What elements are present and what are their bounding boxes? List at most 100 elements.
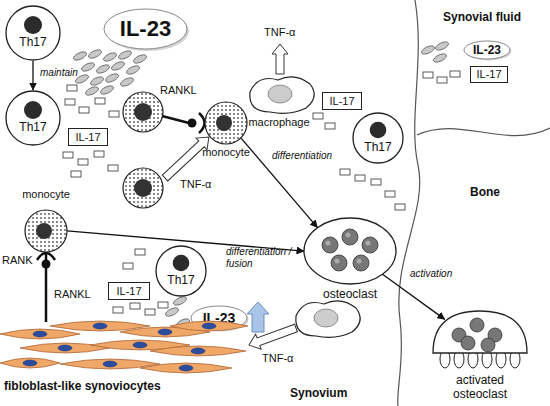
- osteoclast-cell: osteoclast: [300, 215, 400, 310]
- use-shape: [108, 165, 118, 171]
- ellipse-shape: [179, 365, 193, 371]
- use-shape: [123, 263, 133, 269]
- use-shape: [450, 71, 460, 77]
- molecule-label: TNF-α: [180, 178, 211, 191]
- path-shape: [37, 253, 55, 260]
- use-shape: [109, 111, 119, 117]
- path-shape: [150, 346, 246, 356]
- process-arrow: [383, 274, 445, 319]
- path-shape: [272, 44, 288, 74]
- circle-shape: [335, 259, 340, 264]
- circle-shape: [6, 91, 60, 145]
- circle-shape: [461, 336, 475, 350]
- circle-shape: [342, 229, 358, 245]
- th17-cell: Th17: [155, 245, 207, 297]
- molecule-label: RANKL: [54, 288, 91, 301]
- node-text: IL-17: [323, 93, 361, 109]
- cytokine-box: IL-17: [322, 92, 362, 110]
- th17-cell: Th17: [5, 5, 61, 61]
- node-text: activated osteoclast: [425, 373, 535, 401]
- circle-shape: [123, 92, 163, 132]
- use-shape: [385, 191, 395, 197]
- circle-shape: [322, 237, 338, 253]
- circle-shape: [366, 241, 371, 246]
- node-text: Th17: [5, 35, 61, 49]
- ellipse-shape: [464, 41, 510, 59]
- node-text: IL-17: [69, 129, 107, 145]
- svg-shape: [352, 112, 404, 164]
- use-shape: [432, 52, 447, 64]
- th17-cell: Th17: [352, 112, 404, 164]
- use-shape: [135, 249, 145, 255]
- circle-shape: [25, 210, 67, 252]
- ellipse-shape: [304, 218, 396, 284]
- use-shape: [87, 48, 102, 60]
- rankl-expressing-cell: [123, 92, 163, 208]
- il23-molecules: [72, 40, 449, 329]
- circle-shape: [370, 122, 387, 139]
- circle-shape: [123, 168, 163, 208]
- ellipse-shape: [191, 348, 205, 354]
- use-shape: [130, 303, 140, 309]
- use-shape: [325, 123, 335, 129]
- use-shape: [434, 40, 449, 52]
- ellipse-shape: [58, 345, 72, 351]
- use-shape: [420, 44, 435, 56]
- il17-molecules: [63, 71, 460, 315]
- ellipse-shape: [268, 85, 292, 103]
- path-shape: [398, 0, 420, 406]
- circle-shape: [357, 259, 362, 264]
- use-shape: [67, 85, 77, 91]
- cytokine-ellipse: IL-23: [463, 40, 511, 60]
- cytokine-box: IL-17: [108, 282, 150, 300]
- edge-label: activation: [410, 268, 480, 280]
- path-shape: [162, 116, 189, 123]
- use-shape: [125, 64, 140, 76]
- use-shape: [72, 50, 87, 62]
- use-shape: [340, 169, 350, 175]
- use-shape: [94, 151, 104, 157]
- use-shape: [78, 159, 88, 165]
- ellipse-shape: [33, 331, 47, 337]
- region-label: Bone: [470, 185, 500, 199]
- circle-shape: [470, 318, 484, 332]
- use-shape: [132, 53, 147, 65]
- path-shape: [170, 321, 248, 331]
- use-shape: [313, 113, 323, 119]
- node-text: monocyte: [196, 146, 256, 159]
- node-text: IL-23: [463, 40, 511, 60]
- ellipse-shape: [103, 361, 117, 367]
- use-shape: [104, 72, 119, 84]
- ellipse-shape: [104, 9, 187, 49]
- use-shape: [437, 77, 447, 83]
- circle-shape: [326, 241, 331, 246]
- ellipse-shape: [93, 323, 107, 329]
- svg-shape: [5, 90, 61, 146]
- node-text: IL-17: [471, 67, 507, 82]
- node-text: osteoclast: [300, 287, 400, 301]
- use-shape: [110, 60, 125, 72]
- molecule-label: TNF-α: [262, 352, 293, 365]
- circle-shape: [481, 338, 495, 352]
- use-shape: [79, 107, 89, 113]
- circle-shape: [24, 101, 42, 119]
- use-shape: [371, 179, 381, 185]
- process-arrow: [32, 61, 33, 90]
- tnf-alpha-arrow: [160, 44, 299, 353]
- increase-arrow: [247, 302, 269, 332]
- synoviocyte-band: fibloblast-like synoviocytes: [0, 318, 250, 398]
- use-shape: [95, 98, 105, 104]
- ellipse-shape: [158, 329, 172, 335]
- use-shape: [423, 72, 433, 78]
- node-text: IL-23: [103, 8, 188, 50]
- use-shape: [99, 84, 114, 96]
- circle-shape: [362, 237, 378, 253]
- cytokine-ellipse: IL-23: [103, 8, 188, 50]
- circle-shape: [353, 255, 369, 271]
- edge-label: differentiation: [272, 150, 362, 162]
- path-shape: [140, 363, 232, 373]
- circle-shape: [353, 113, 403, 163]
- monocyte-cell: monocyte: [196, 100, 256, 172]
- use-shape: [119, 76, 134, 88]
- circle-shape: [36, 223, 52, 239]
